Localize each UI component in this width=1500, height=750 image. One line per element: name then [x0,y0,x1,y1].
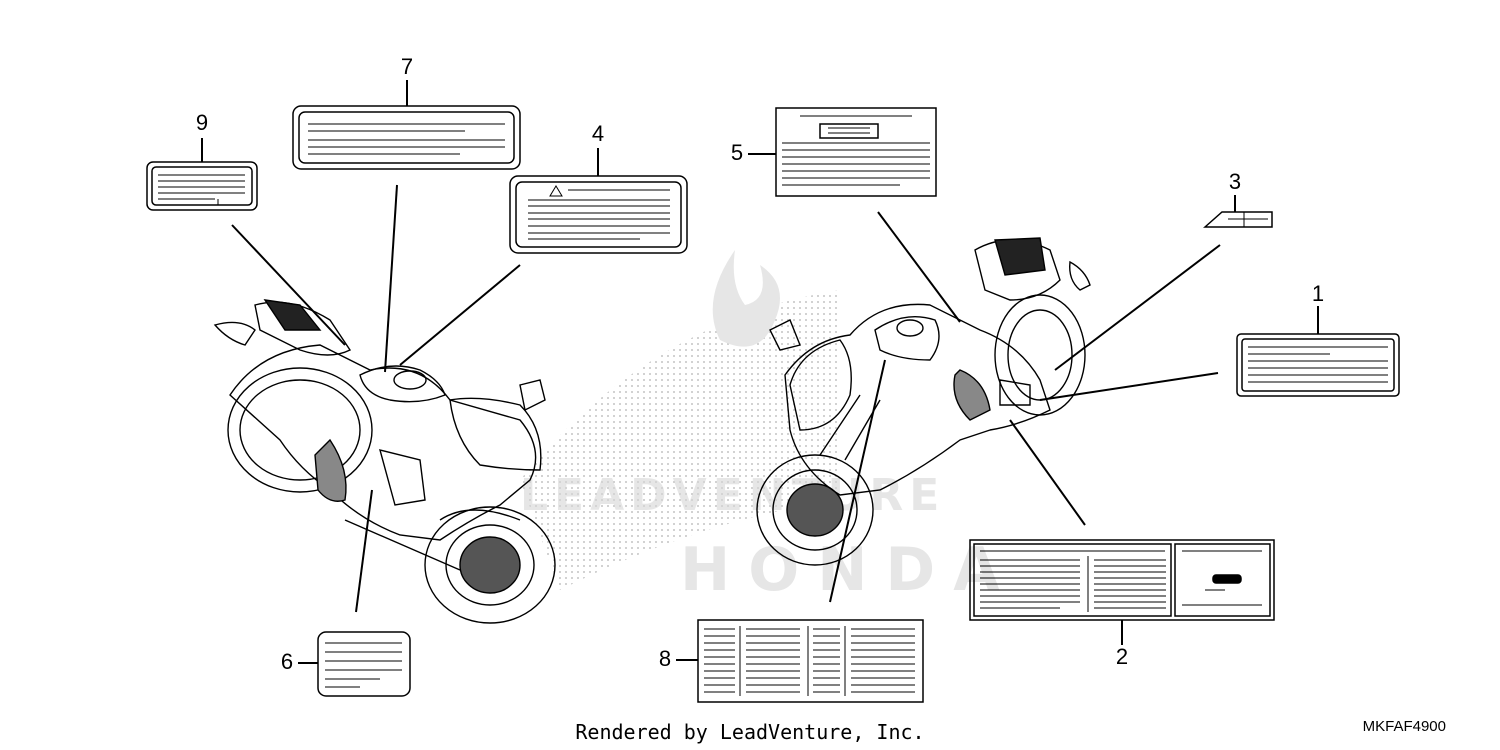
leader-line-9 [231,224,346,346]
callout-4[interactable]: 4 [592,121,604,146]
label-4-decal[interactable] [509,175,688,254]
leader-line-6 [355,489,373,613]
watermark: HONDA LEADVENTURE [520,250,1018,605]
footer-credit: Rendered by LeadVenture, Inc. [575,720,924,744]
label-5-decal[interactable] [775,107,937,197]
label-8-decal[interactable] [697,619,924,703]
leader-line-8 [829,359,886,603]
label-7-decal[interactable] [292,105,521,170]
callout-3[interactable]: 3 [1229,169,1241,194]
diagram-code: MKFAF4900 [1363,718,1446,735]
leader-line-4 [399,264,521,366]
label-6-decal[interactable] [317,631,411,697]
callout-7[interactable]: 7 [401,54,413,79]
motorcycle-right-illustration [756,237,1091,566]
label-9-decal[interactable] [146,161,258,211]
leader-line-3 [1054,244,1221,371]
label-2-decal[interactable] [969,539,1275,621]
leader-line-2 [1009,419,1086,526]
label-1-decal[interactable] [1236,333,1400,397]
callout-6[interactable]: 6 [281,649,293,674]
leader-lines [201,80,1319,664]
motorcycle-left-illustration [213,299,556,624]
callout-8[interactable]: 8 [659,646,671,671]
label-3-decal[interactable] [1203,211,1273,228]
watermark-text: LEADVENTURE [520,470,945,521]
callout-2[interactable]: 2 [1116,644,1128,669]
callout-numbers: 1 2 3 4 5 6 7 8 9 [196,54,1324,674]
watermark-brand: HONDA [680,535,1018,605]
leader-line-5 [877,211,961,323]
leader-line-1 [1039,372,1219,401]
callout-1[interactable]: 1 [1312,281,1324,306]
callout-9[interactable]: 9 [196,110,208,135]
callout-5[interactable]: 5 [731,140,743,165]
leader-line-7 [384,184,398,373]
